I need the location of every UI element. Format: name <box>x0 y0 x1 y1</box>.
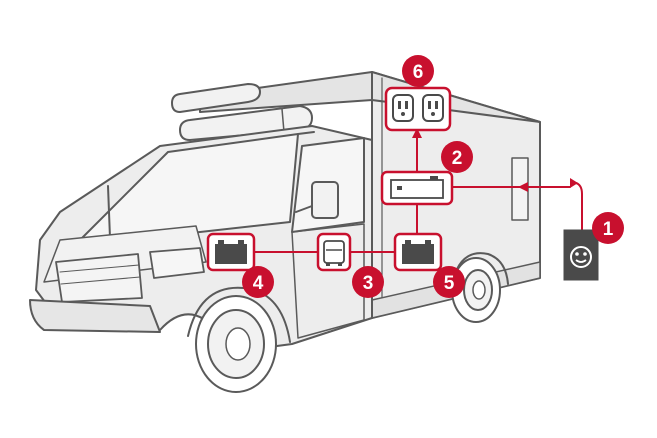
battery-charger <box>380 170 454 206</box>
antenna <box>107 185 111 239</box>
callout-badge-6: 6 <box>402 55 434 87</box>
battery-isolator <box>316 232 352 272</box>
isolator-icon <box>323 240 345 266</box>
grille-slat <box>60 276 141 285</box>
chassis-battery <box>206 232 256 272</box>
headlight <box>149 247 205 279</box>
windshield-pillar <box>297 131 315 135</box>
callout-badge-1: 1 <box>592 212 624 244</box>
callout-number: 3 <box>363 273 374 294</box>
callout-badge-4: 4 <box>242 266 274 298</box>
roof-light-bar <box>171 83 261 113</box>
ac-outlets <box>384 86 452 132</box>
front-wheel <box>195 295 277 393</box>
cab-door <box>291 223 365 339</box>
ambulance-illustration <box>29 71 541 393</box>
wire-inlet-riser <box>575 182 583 231</box>
grille <box>55 253 143 303</box>
arrow-head <box>570 178 578 188</box>
light-bar-divider <box>281 108 285 133</box>
windshield <box>73 133 299 247</box>
module-battery <box>393 232 443 272</box>
callout-badge-2: 2 <box>441 141 473 173</box>
outlet-icon <box>422 94 444 122</box>
flow-arrows <box>412 128 578 192</box>
battery-icon <box>402 240 434 264</box>
arrow-head <box>412 128 422 138</box>
front-bumper <box>29 299 161 333</box>
callout-number: 2 <box>452 148 463 169</box>
charger-icon <box>390 176 444 199</box>
callout-badge-3: 3 <box>352 266 384 298</box>
battery-icon <box>215 240 247 264</box>
callout-number: 6 <box>413 62 424 83</box>
grille-slat <box>59 264 140 273</box>
callout-badge-5: 5 <box>433 266 465 298</box>
power-inlet-icon <box>570 246 592 268</box>
callout-number: 4 <box>253 273 264 294</box>
arrow-head <box>518 182 528 192</box>
side-mirror <box>311 181 339 219</box>
mirror-arm <box>295 205 313 213</box>
rear-wheel <box>451 252 509 323</box>
callout-number: 1 <box>603 219 614 240</box>
outlet-icon <box>392 94 414 122</box>
callout-number: 5 <box>444 273 455 294</box>
shore-power-inlet <box>563 229 599 281</box>
